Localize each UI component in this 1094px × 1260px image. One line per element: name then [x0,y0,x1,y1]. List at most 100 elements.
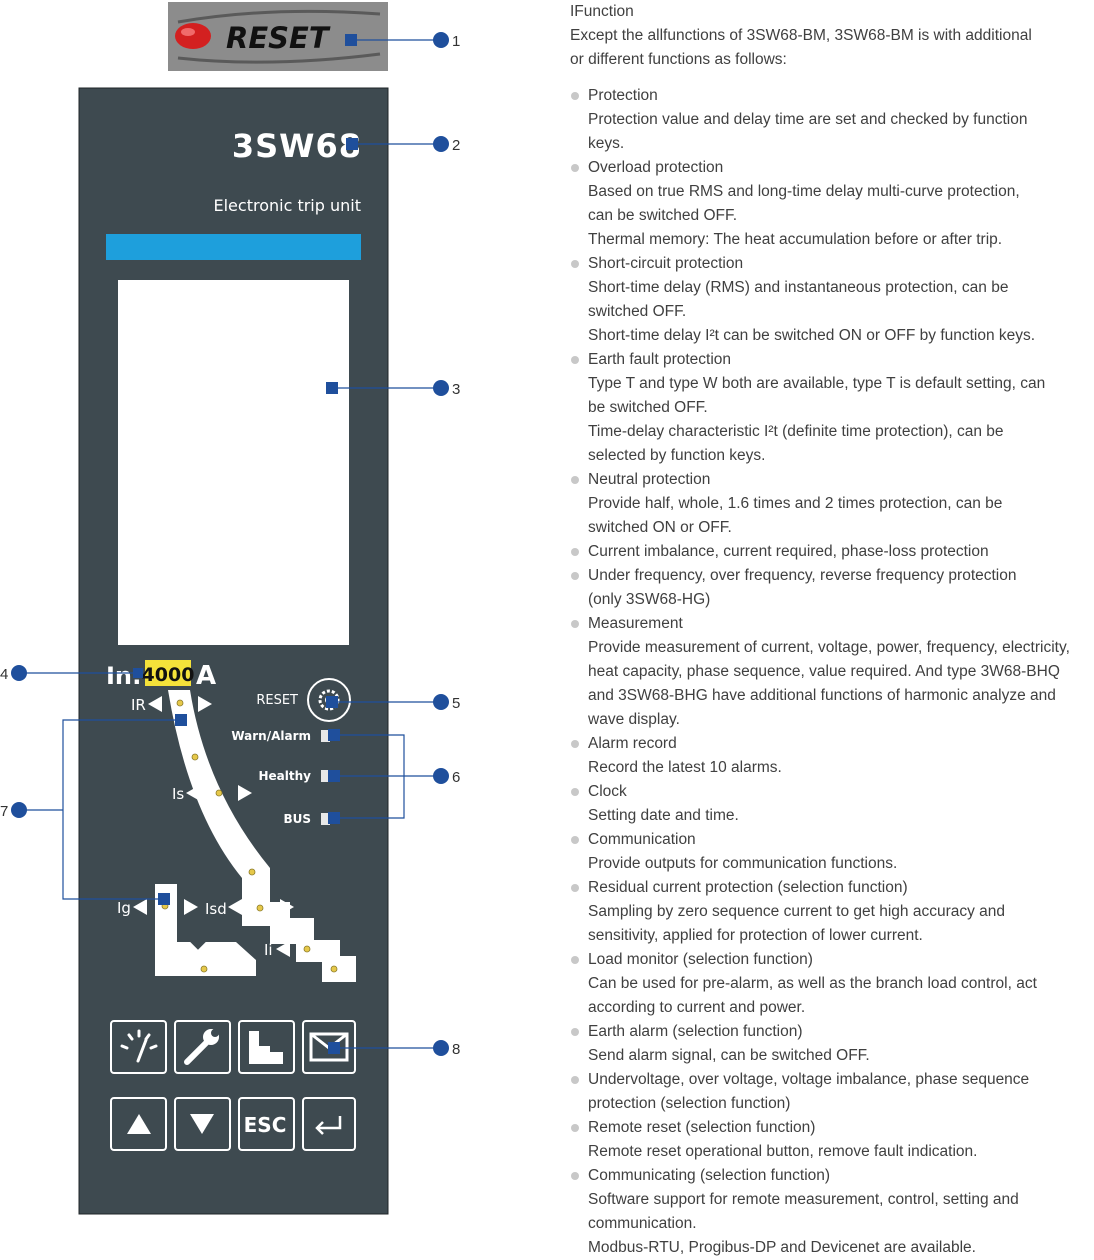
function-item-title: Undervoltage, over voltage, voltage imba… [588,1071,1030,1088]
function-item-desc: and 3SW68-BHG have additional functions … [588,687,1056,704]
function-item-desc: (only 3SW68-HG) [588,591,711,608]
function-item-desc: Thermal memory: The heat accumulation be… [588,231,1003,248]
function-item-desc: keys. [588,135,625,152]
function-item-title: Clock [588,783,627,800]
enter-button[interactable] [302,1097,356,1151]
function-item-title: Short-circuit protection [588,255,744,272]
function-item-desc: Can be used for pre-alarm, as well as th… [588,975,1037,992]
red-button-icon [175,23,211,49]
function-item: Earth alarm (selection function)Send ala… [570,1020,1094,1068]
function-item-desc: switched OFF. [588,303,687,320]
down-arrow-icon [190,1114,214,1134]
trip-unit-diagram: RESET 3SW68 Electronic trip unit In: 400… [0,2,460,1215]
function-item-desc: Send alarm signal, can be switched OFF. [588,1047,870,1064]
indicator-label-bus: BUS [283,812,311,826]
function-item-title: Alarm record [588,735,677,752]
curve-label-ii: Ii [264,941,273,959]
indicator-led-warn [321,730,330,742]
function-item-desc: Provide half, whole, 1.6 times and 2 tim… [588,495,1003,512]
function-item-desc: Short-time delay I²t can be switched ON … [588,327,1036,344]
function-item-desc: according to current and power. [588,999,806,1016]
function-item-desc: Provide measurement of current, voltage,… [588,639,1070,656]
curve-icon [249,1031,283,1064]
callout-5: 5 [452,695,460,712]
function-item-title: Current imbalance, current required, pha… [588,543,989,560]
function-item-title: Overload protection [588,159,724,176]
function-item: Undervoltage, over voltage, voltage imba… [570,1068,1094,1116]
meter-button[interactable] [110,1020,167,1074]
indicator-label-healthy: Healthy [259,769,312,783]
callout-4: 4 [0,666,8,683]
function-item-desc: communication. [588,1215,697,1232]
indicator-label-warn: Warn/Alarm [231,729,311,743]
in-value-box [145,660,191,686]
function-item-title: Communication [588,831,696,848]
callout-3: 3 [452,381,460,398]
function-item-desc: Software support for remote measurement,… [588,1191,1019,1208]
accent-bar [106,234,361,260]
function-item-desc: Setting date and time. [588,807,739,824]
function-item-desc: heat capacity, phase sequence, value req… [588,663,1060,680]
function-item-title: Remote reset (selection function) [588,1119,816,1136]
curve-button[interactable] [238,1020,295,1074]
up-button[interactable] [110,1097,167,1151]
function-item-desc: protection (selection function) [588,1095,791,1112]
function-item-desc: Remote reset operational button, remove … [588,1143,978,1160]
callout-1: 1 [452,33,460,50]
function-item: Current imbalance, current required, pha… [570,540,1094,564]
function-item-desc: wave display. [588,711,680,728]
in-value: 4000 [142,664,195,686]
callout-2: 2 [452,137,460,154]
function-intro: Except the allfunctions of 3SW68-BM, 3SW… [570,24,1094,72]
down-button[interactable] [174,1097,231,1151]
in-unit: A [196,661,216,691]
callout-6: 6 [452,769,460,786]
callout-lines [19,39,441,1049]
curve-label-isd: Isd [205,900,227,918]
function-item-title: Neutral protection [588,471,711,488]
indicator-led-healthy [321,770,330,782]
function-item-title: Load monitor (selection function) [588,951,813,968]
function-item-desc: be switched OFF. [588,399,708,416]
function-item-desc: Modbus-RTU, Progibus-DP and Devicenet ar… [588,1239,976,1256]
function-item-title: Residual current protection (selection f… [588,879,908,896]
function-item-desc: Record the latest 10 alarms. [588,759,782,776]
function-item-desc: selected by function keys. [588,447,766,464]
function-item-desc: Based on true RMS and long-time delay mu… [588,183,1020,200]
indicator-led-bus [321,813,330,825]
enter-icon [315,1116,342,1135]
curve-label-ig: Ig [117,899,131,917]
function-item-desc: Type T and type W both are available, ty… [588,375,1046,392]
function-item-desc: Short-time delay (RMS) and instantaneous… [588,279,1009,296]
function-heading: IFunction [570,3,634,20]
panel-subtitle: Electronic trip unit [214,196,362,215]
function-item: Load monitor (selection function) Can be … [570,948,1094,1020]
function-item-title: Protection [588,87,658,104]
function-item: Remote reset (selection function) Remote … [570,1116,1094,1164]
function-item-desc: Protection value and delay time are set … [588,111,1028,128]
esc-button[interactable]: ESC [238,1097,295,1151]
function-description: IFunction Except the allfunctions of 3SW… [570,0,1094,1260]
callout-7: 7 [0,803,8,820]
intro-line: or different functions as follows: [570,51,787,68]
function-item-desc: can be switched OFF. [588,207,738,224]
settings-button[interactable] [174,1020,231,1074]
function-item-desc: Sampling by zero sequence current to get… [588,903,1006,920]
function-item: Residual current protection (selection f… [570,876,1094,948]
callout-8: 8 [452,1041,460,1058]
function-item-desc: switched ON or OFF. [588,519,732,536]
model-name: 3SW68 [232,127,362,165]
function-item-title: Earth fault protection [588,351,732,368]
wrench-icon [184,1029,219,1065]
function-item-desc: Provide outputs for communication functi… [588,855,898,872]
up-arrow-icon [127,1114,151,1134]
function-item: Communicating (selection function)Softwa… [570,1164,1094,1260]
